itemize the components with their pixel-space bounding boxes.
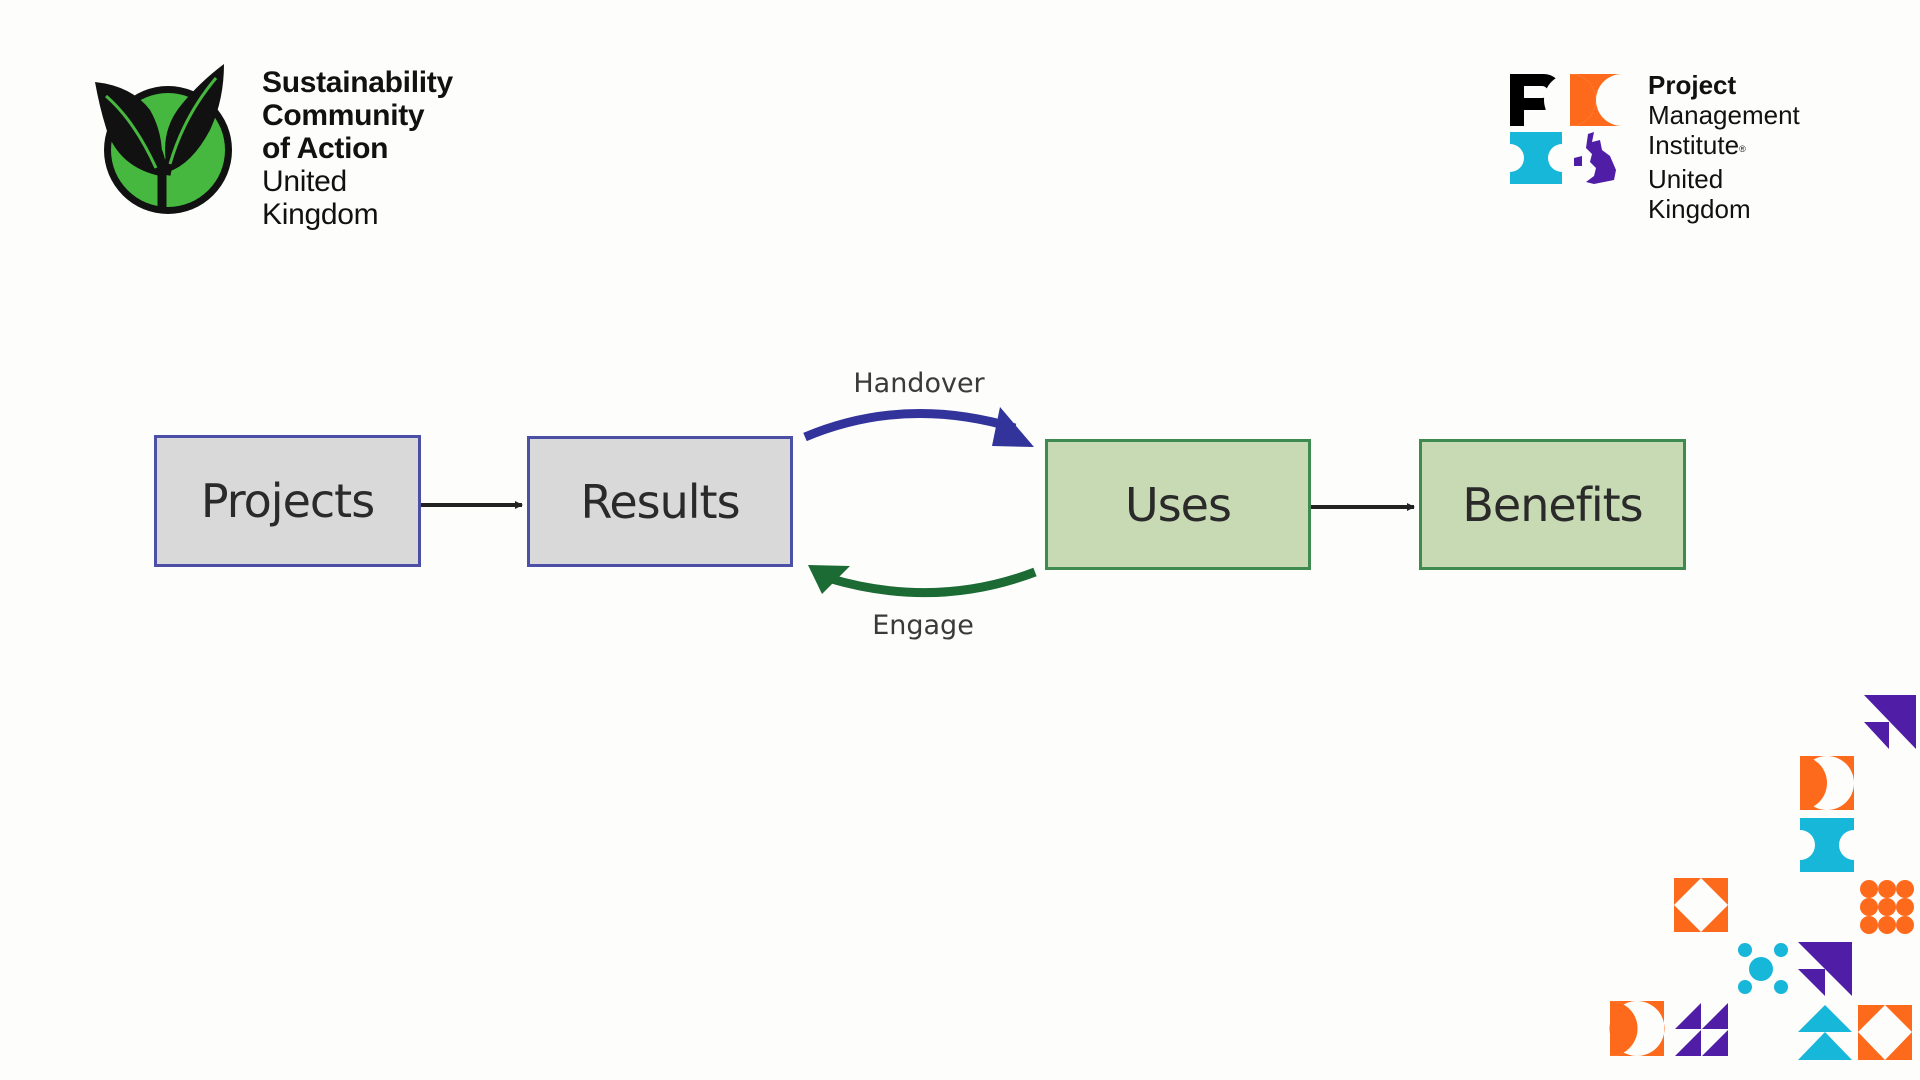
pmi-mark-icon <box>1510 74 1622 184</box>
scoa-line-1: Sustainability <box>262 66 453 99</box>
scoa-line-2: Community <box>262 99 425 132</box>
pmi-wordmark: Project Management Institute® United Kin… <box>1648 70 1800 224</box>
pmi-line-1: Project <box>1648 70 1737 100</box>
purple-triangles-icon <box>1864 695 1916 749</box>
node-uses: Uses <box>1045 439 1311 570</box>
node-benefits-label: Benefits <box>1462 477 1643 532</box>
engage-arrow <box>826 567 1037 598</box>
node-results-label: Results <box>580 474 740 529</box>
orange-diamond-square-icon <box>1674 878 1728 932</box>
handover-arrow <box>803 409 1017 442</box>
purple-four-triangles-icon <box>1675 1003 1728 1056</box>
decorative-shapes <box>1609 695 1916 1060</box>
pmi-line-3: Institute® <box>1648 130 1746 160</box>
orange-bowtie-icon <box>1609 1001 1665 1056</box>
registered-mark: ® <box>1739 144 1746 154</box>
pmi-line-2: Management <box>1648 100 1800 130</box>
handover-arrowhead <box>992 407 1034 447</box>
engage-label: Engage <box>872 610 974 641</box>
orange-diamond-square-icon <box>1858 1005 1912 1060</box>
cyan-triangles-icon <box>1798 1005 1852 1060</box>
orange-dots-grid-icon <box>1860 880 1914 934</box>
sprout-in-circle-icon <box>95 64 232 214</box>
cyan-dots-icon <box>1738 943 1788 994</box>
node-projects-label: Projects <box>200 474 375 528</box>
scoa-line-3: of Action <box>262 132 389 165</box>
scoa-wordmark: Sustainability Community of Action Unite… <box>262 66 453 231</box>
cyan-i-icon <box>1800 818 1854 872</box>
engage-arrowhead <box>808 565 850 594</box>
node-projects: Projects <box>154 435 421 567</box>
node-uses-label: Uses <box>1125 477 1232 532</box>
node-benefits: Benefits <box>1419 439 1686 570</box>
handover-label: Handover <box>853 368 985 399</box>
purple-triangles-icon <box>1798 942 1852 996</box>
orange-bowtie-icon <box>1800 756 1854 810</box>
scoa-line-4: United Kingdom <box>262 165 379 231</box>
pmi-line-4: United Kingdom <box>1648 164 1751 224</box>
node-results: Results <box>527 436 793 567</box>
